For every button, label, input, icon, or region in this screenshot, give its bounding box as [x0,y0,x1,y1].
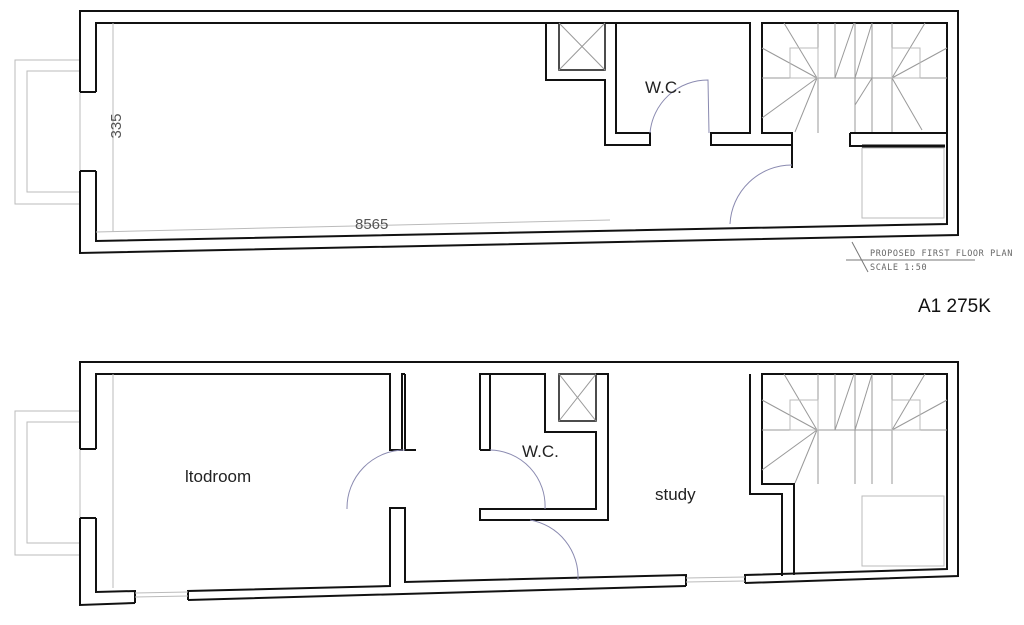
wc-door-swing [489,449,546,510]
window [134,576,746,598]
shaft [558,373,597,422]
outer-wall [79,361,959,607]
room-label-wc-ground: W.C. [522,442,559,461]
study-door-swing [529,519,579,581]
bedroom-door-swing [346,449,406,510]
wc-door-swing [649,79,710,134]
listing-reference: A1 275K [918,296,991,317]
room-label-wc-first: W.C. [645,78,682,97]
dimension-width: 335 [108,113,125,138]
outer-wall [79,10,959,255]
door-swing [729,164,793,225]
drawing-title: PROPOSED FIRST FLOOR PLAN [870,249,1013,259]
balcony [14,59,81,205]
first-floor-plan: 335 8565 W.C. PROPOSED FIRST FLOOR PLAN … [14,10,1013,273]
drawing-scale: SCALE 1:50 [870,263,927,273]
inner-wall [95,22,793,168]
title-block: PROPOSED FIRST FLOOR PLAN SCALE 1:50 [846,241,1013,273]
room-label-bedroom: ltodroom [185,467,251,486]
shaft [558,22,606,71]
room-label-study: study [655,485,696,504]
balcony [14,410,81,556]
staircase [761,373,948,484]
staircase [761,22,948,133]
ground-floor-plan: ltodroom W.C. study [14,361,959,607]
dimension-length: 8565 [355,216,388,233]
